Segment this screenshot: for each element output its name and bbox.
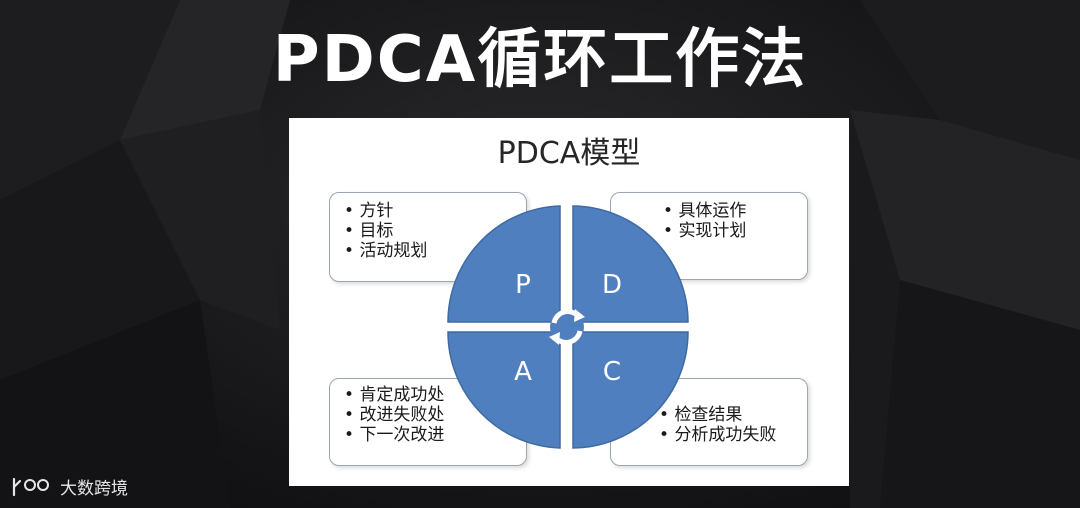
watermark-text: 大数跨境 [60, 479, 128, 499]
do-item: 具体运作 [663, 201, 746, 221]
act-item: 下一次改进 [344, 425, 444, 445]
brand-logo-icon [12, 477, 49, 496]
quadrant-letter: D [602, 270, 622, 300]
check-item: 检查结果 [659, 405, 776, 425]
plan-item: 目标 [344, 221, 427, 241]
quadrant-p [447, 205, 561, 323]
pdca-circle: P D A C [447, 205, 689, 449]
quadrant-a [447, 331, 561, 449]
check-item: 分析成功失败 [659, 425, 776, 445]
quadrant-letter: P [515, 270, 531, 300]
plan-item: 活动规划 [344, 241, 427, 261]
quadrant-letter: A [514, 357, 532, 387]
quadrant-d [572, 205, 689, 323]
do-item: 实现计划 [663, 221, 746, 241]
watermark: 大数跨境 [10, 474, 128, 499]
cycle-arrows-icon [549, 309, 585, 345]
act-item: 改进失败处 [344, 405, 444, 425]
quadrant-c [572, 331, 689, 449]
plan-item: 方针 [344, 201, 427, 221]
quadrant-letter: C [603, 357, 621, 387]
page-title: PDCA循环工作法 [272, 23, 808, 97]
act-item: 肯定成功处 [344, 385, 444, 405]
diagram-title: PDCA模型 [497, 136, 641, 171]
pdca-model-panel: PDCA模型 方针 目标 活动规划 具体运作 实现计划 肯定成功处 改进失败处 … [289, 118, 849, 486]
